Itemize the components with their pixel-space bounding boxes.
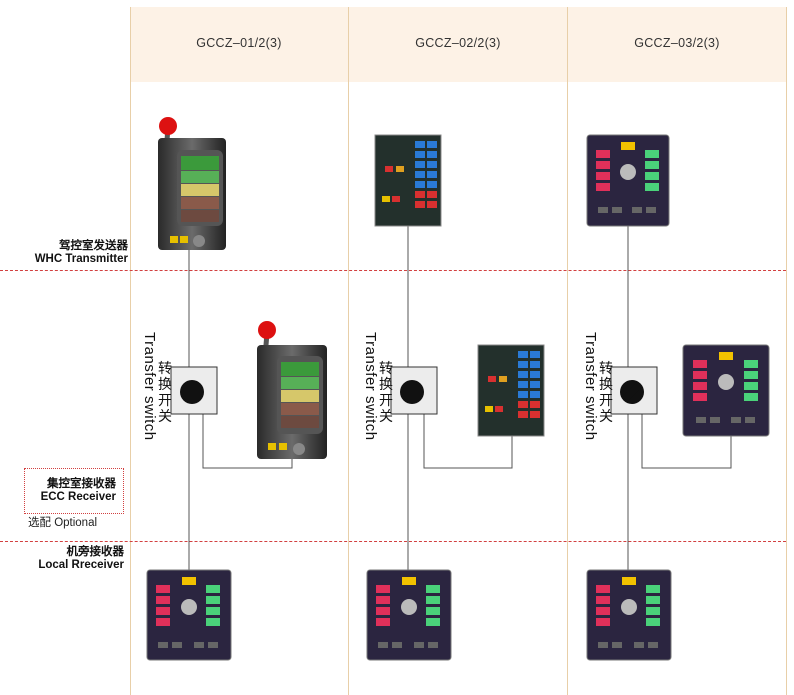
switch-char: 开	[599, 392, 613, 408]
switch-char: 换	[379, 376, 393, 392]
switch-label-en-3: Transfer switch	[582, 332, 599, 441]
dial-telegraph-icon	[586, 134, 670, 227]
ecc-label-box	[24, 468, 124, 514]
header-band	[130, 7, 786, 82]
switch-label-cn-3: 转 换 开 关	[598, 360, 614, 424]
dial-telegraph-icon	[682, 344, 770, 437]
switch-label-cn-1: 转 换 开 关	[157, 360, 173, 424]
switch-char: 转	[599, 360, 613, 376]
row-label-local-en: Local Rreceiver	[38, 559, 124, 571]
row-label-local-cn: 机旁接收器	[66, 546, 125, 558]
dial-telegraph-icon	[366, 569, 452, 661]
row-label-ecc: 集控室接收器 ECC Receiver	[0, 478, 116, 504]
rotary-transfer-switch-icon	[170, 366, 218, 415]
row-label-ecc-en: ECC Receiver	[40, 491, 116, 503]
switch-char: 关	[379, 408, 393, 424]
dial-telegraph-icon	[146, 569, 232, 661]
dial-telegraph-icon	[586, 569, 672, 661]
lever-telegraph-icon	[257, 321, 327, 459]
switch-char: 换	[599, 376, 613, 392]
switch-label-cn-2: 转 换 开 关	[378, 360, 394, 424]
switch-label-en-1: Transfer switch	[141, 332, 158, 441]
push-button-telegraph-icon	[374, 134, 442, 227]
column-header-1: GCCZ–01/2(3)	[196, 36, 282, 50]
row-label-whc-cn: 驾控室发送器	[59, 240, 128, 252]
row-label-local: 机旁接收器 Local Rreceiver	[0, 546, 124, 572]
switch-char: 换	[158, 376, 172, 392]
row-divider-2	[0, 541, 786, 542]
column-divider-4	[786, 7, 787, 695]
column-divider-3	[567, 7, 568, 695]
column-header-2: GCCZ–02/2(3)	[415, 36, 501, 50]
switch-char: 转	[158, 360, 172, 376]
row-label-whc-en: WHC Transmitter	[34, 253, 128, 265]
optional-label: 选配 Optional	[28, 517, 98, 529]
column-header-3: GCCZ–03/2(3)	[634, 36, 720, 50]
switch-char: 开	[158, 392, 172, 408]
lever-telegraph-icon	[158, 117, 226, 250]
switch-char: 关	[599, 408, 613, 424]
switch-char: 转	[379, 360, 393, 376]
column-divider-2	[348, 7, 349, 695]
rotary-transfer-switch-icon	[610, 366, 658, 415]
row-label-whc: 驾控室发送器 WHC Transmitter	[0, 240, 128, 266]
switch-char: 开	[379, 392, 393, 408]
switch-label-en-2: Transfer switch	[362, 332, 379, 441]
rotary-transfer-switch-icon	[390, 366, 438, 415]
push-button-telegraph-icon	[477, 344, 545, 437]
column-divider-1	[130, 7, 131, 695]
switch-char: 关	[158, 408, 172, 424]
row-label-ecc-cn: 集控室接收器	[47, 478, 116, 490]
row-divider-1	[0, 270, 786, 271]
